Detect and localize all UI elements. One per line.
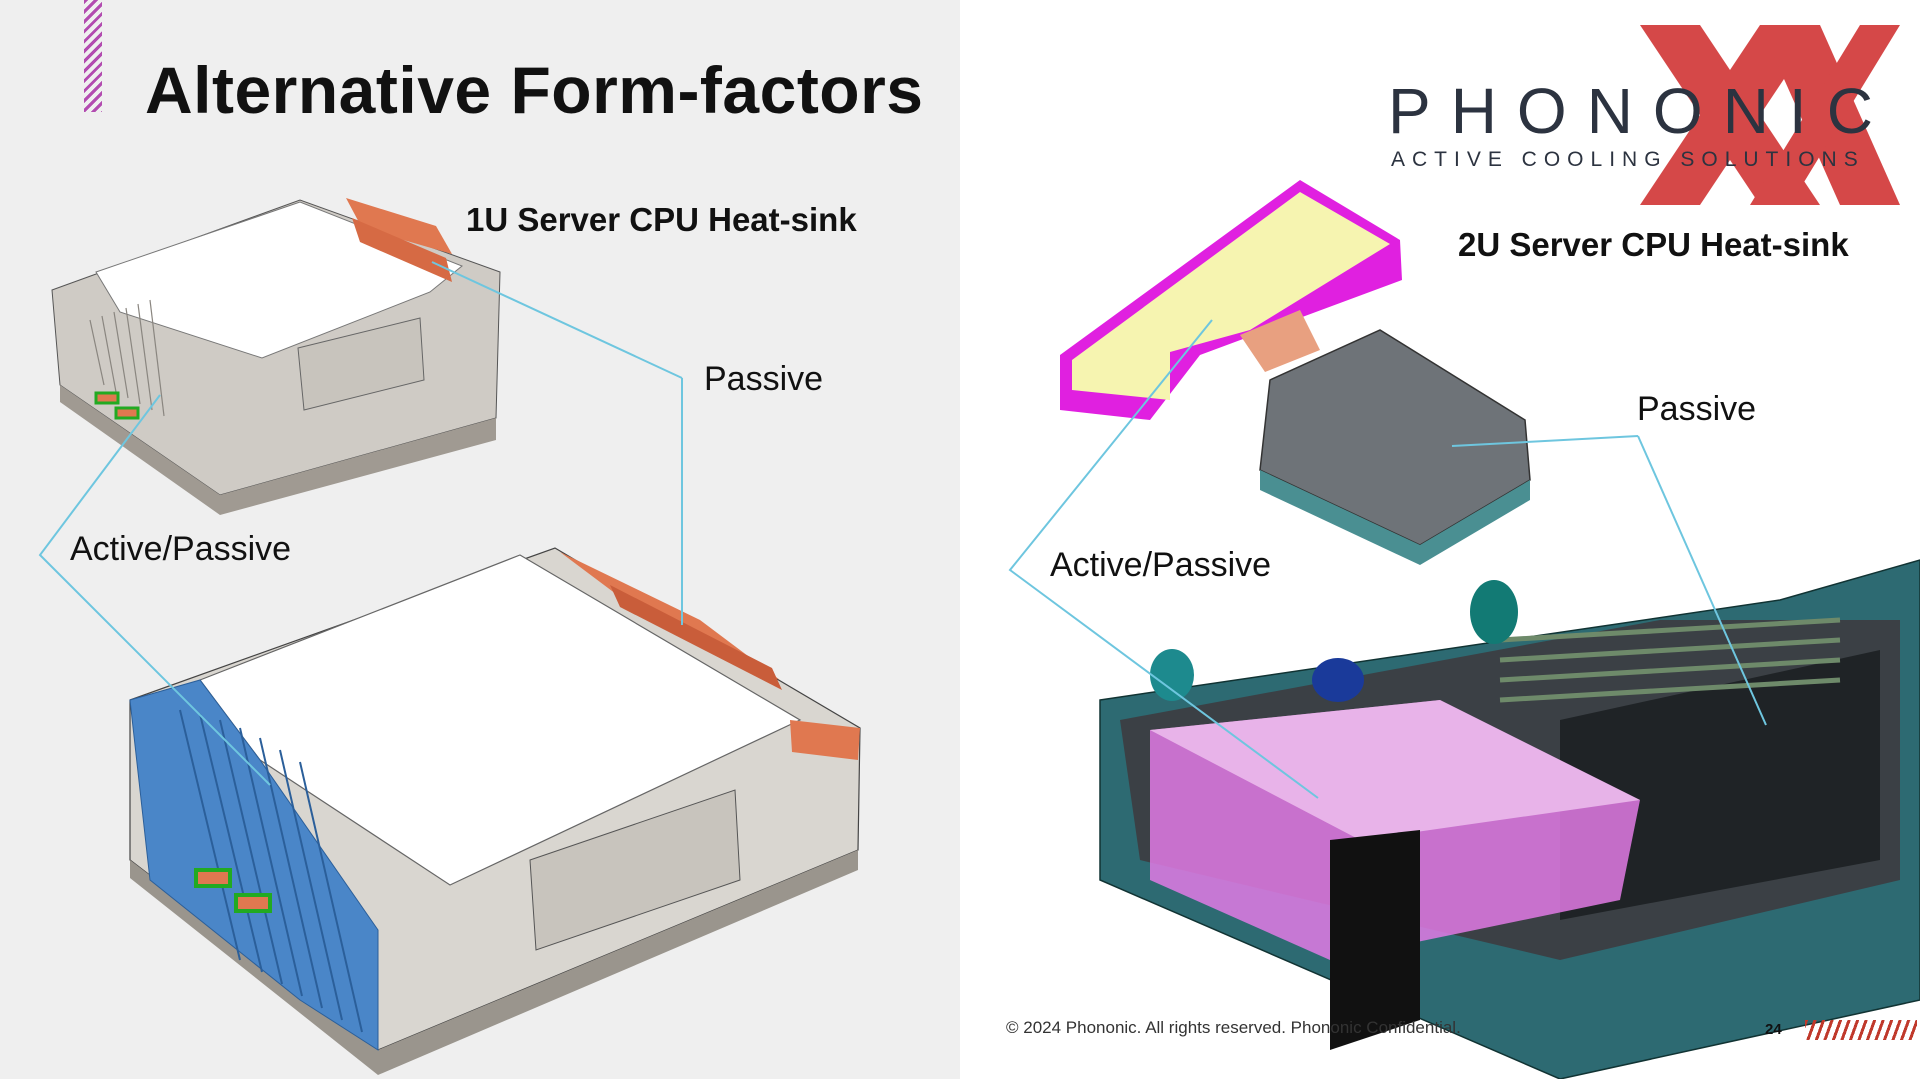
heatsink-2u-drawing [1060, 180, 1531, 565]
phononic-tagline: ACTIVE COOLING SOLUTIONS [1391, 148, 1865, 171]
heatsink-1u-drawing [51, 198, 501, 515]
footer-copyright: © 2024 Phononic. All rights reserved. Ph… [1006, 1018, 1461, 1037]
page-number: 24 [1765, 1021, 1782, 1038]
active-passive-label-left: Active/Passive [70, 530, 292, 568]
heatsink-2u-label: 2U Server CPU Heat-sink [1458, 226, 1849, 263]
leader-lines-right [1008, 319, 1767, 799]
passive-label-right: Passive [1637, 390, 1757, 428]
heatsink-1u-label: 1U Server CPU Heat-sink [466, 201, 857, 238]
server-chassis-drawing [1099, 559, 1920, 1079]
decorative-hatch-bottom [1805, 1020, 1917, 1040]
active-passive-label-right: Active/Passive [1050, 546, 1272, 584]
passive-label-left: Passive [704, 360, 824, 398]
phononic-logo: PHONONIC [1388, 75, 1893, 147]
decorative-hatch-top [84, 0, 102, 112]
leader-lines-left [38, 261, 683, 786]
watermark-xx [1640, 25, 1900, 205]
heatsink-1u-active-drawing [129, 547, 861, 1075]
slide-title: Alternative Form-factors [145, 53, 924, 127]
